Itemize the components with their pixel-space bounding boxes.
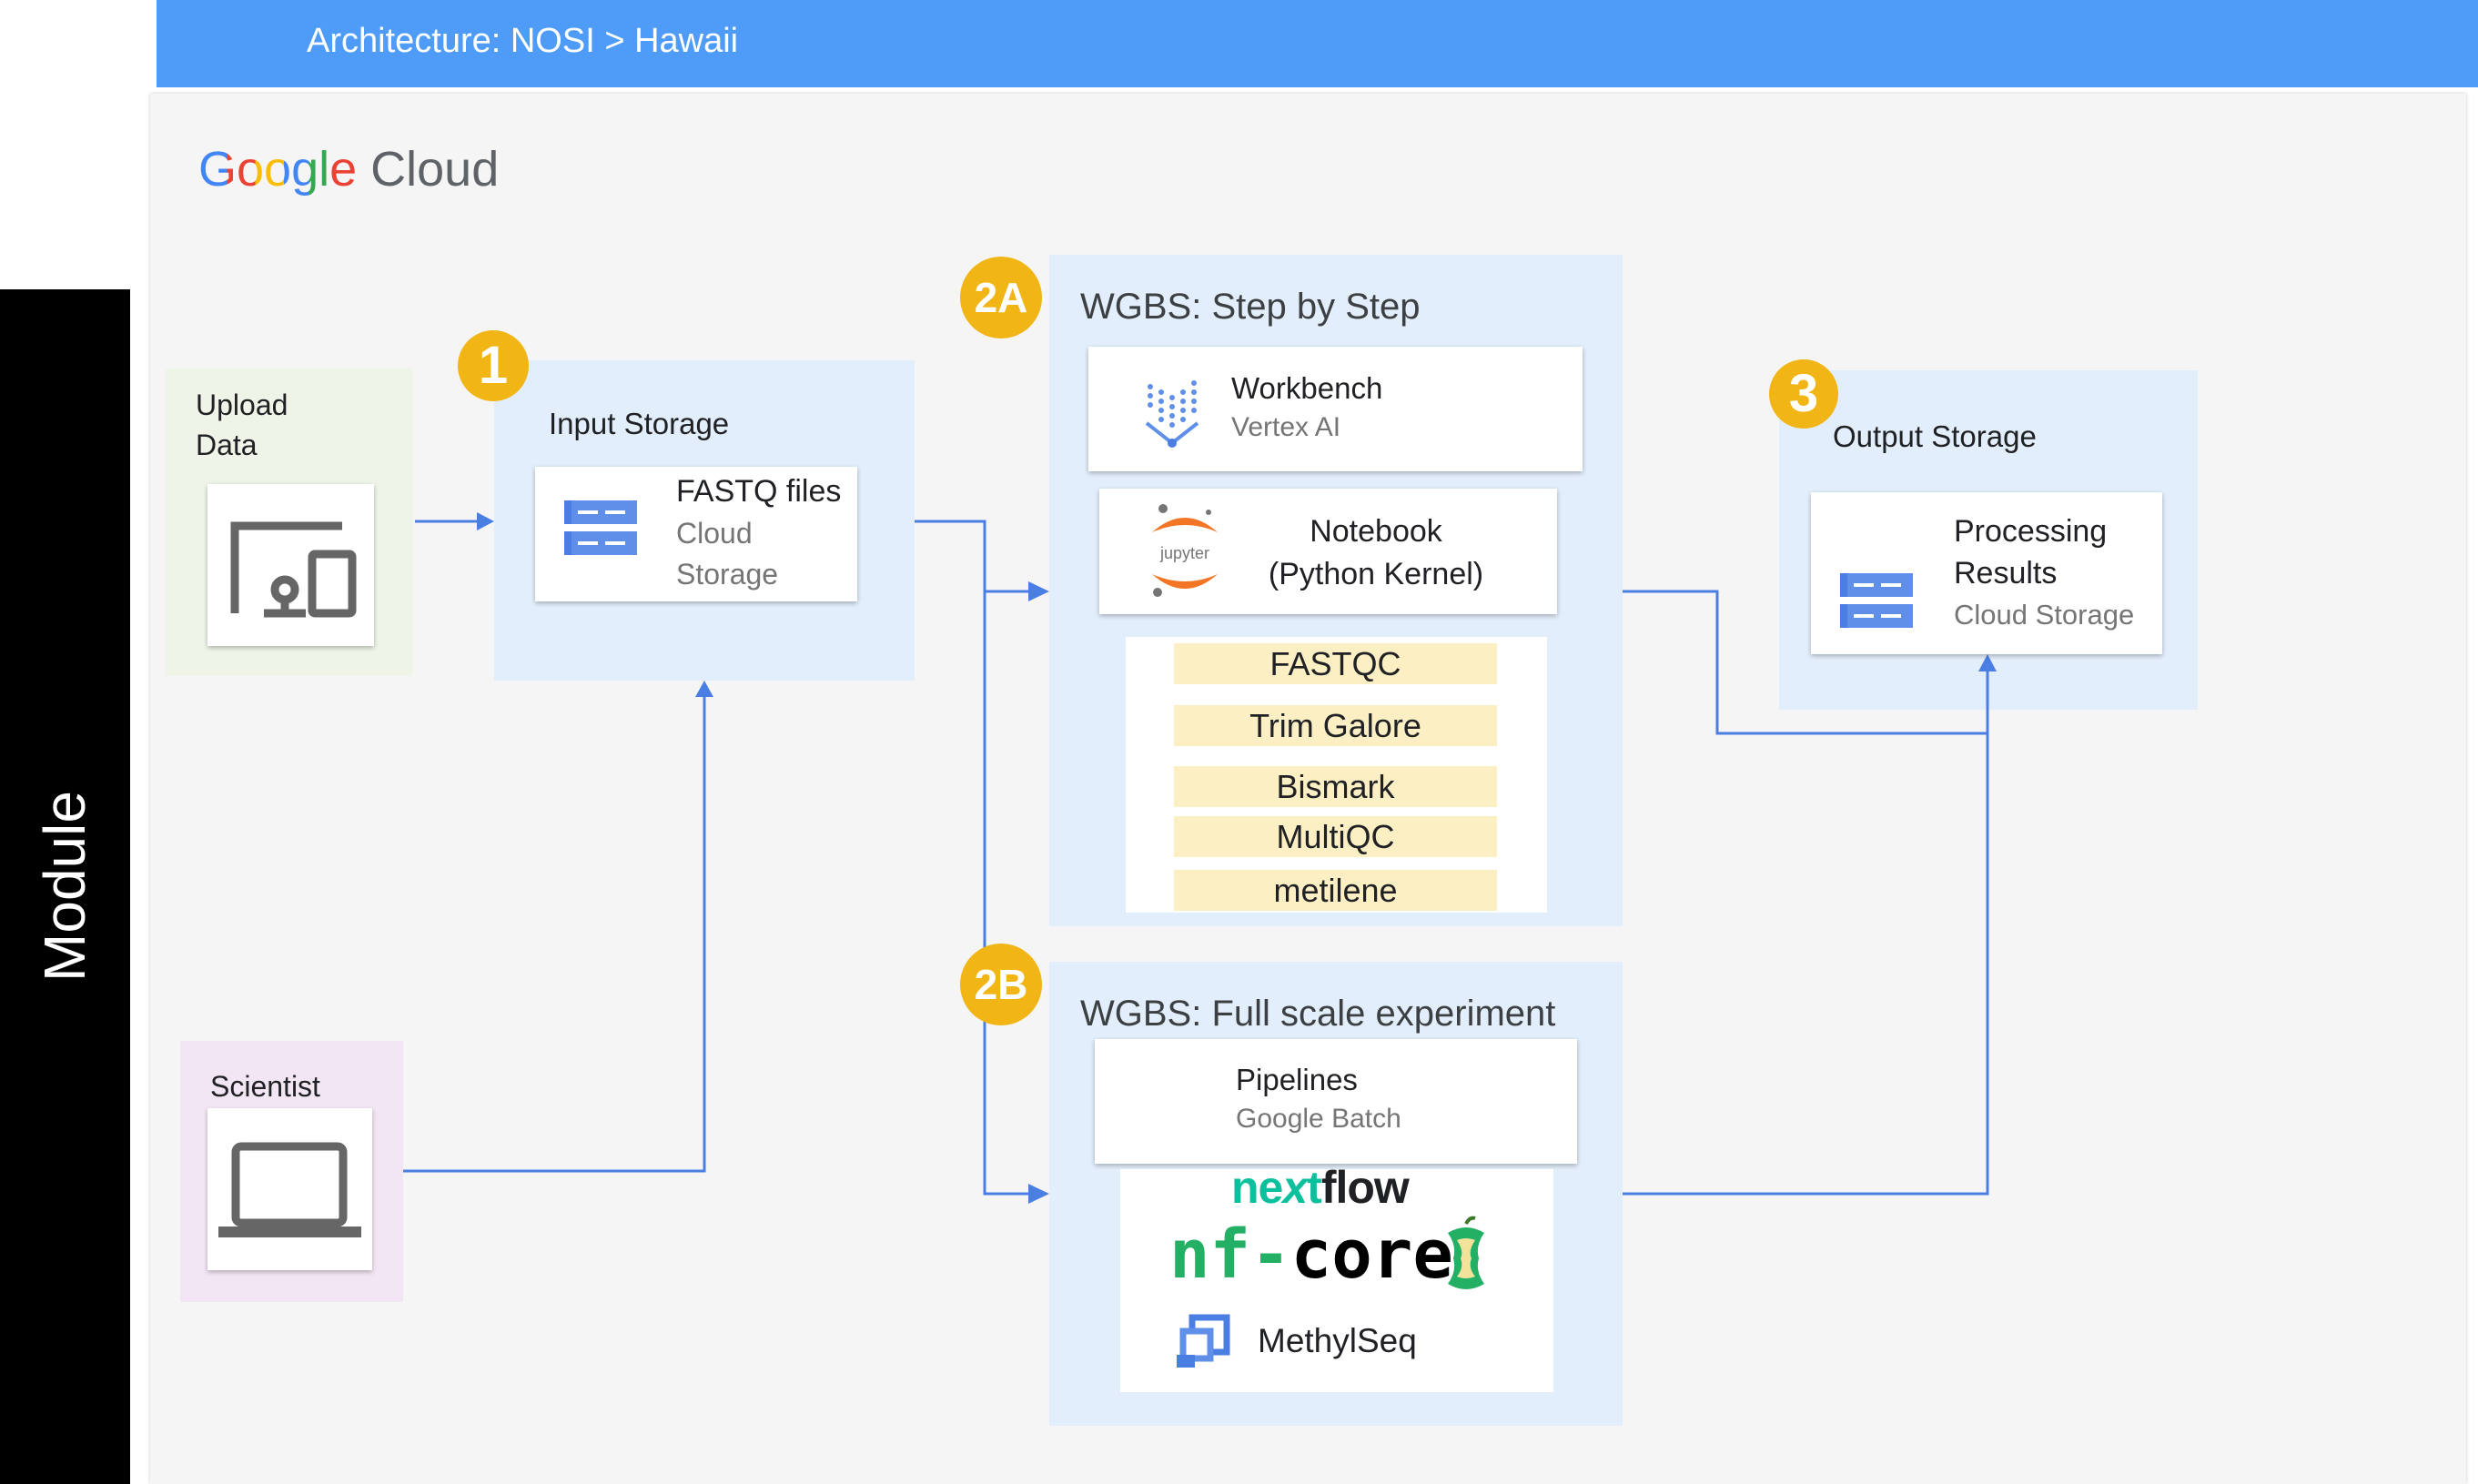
processing-card-line2: Results — [1954, 556, 2058, 591]
jupyter-icon: jupyter — [1152, 504, 1218, 597]
output-storage-title: Output Storage — [1833, 419, 2037, 453]
workbench-title: Workbench — [1231, 371, 1383, 405]
methylseq-row: MethylSeq — [1174, 1313, 1520, 1373]
nf-core-apple-icon — [1448, 1216, 1484, 1289]
laptop-icon — [218, 1142, 361, 1237]
nextflow-logo: nextflow — [1231, 1162, 1410, 1213]
page-title: Architecture: NOSI > Hawaii — [307, 22, 739, 60]
processing-card-sub: Cloud Storage — [1954, 599, 2135, 631]
notebook-card[interactable]: jupyter Notebook (Python Kernel) — [1099, 489, 1557, 614]
tool-fastqc: FASTQC — [1174, 643, 1497, 684]
tool-metilene: metilene — [1174, 870, 1497, 911]
methylseq-label: MethylSeq — [1258, 1322, 1417, 1359]
nf-core-logo: nf-core — [1158, 1209, 1509, 1300]
google-wordmark: Google — [198, 142, 358, 197]
arrow-step-to-output — [1623, 590, 1987, 735]
arrow-full-to-output — [1623, 668, 1989, 1196]
scientist-label: Scientist — [210, 1070, 320, 1103]
tool-bismark: Bismark — [1174, 766, 1497, 807]
scientist-laptop-card[interactable] — [207, 1108, 372, 1270]
pipelines-sub: Google Batch — [1236, 1104, 1401, 1134]
devices-icon — [230, 521, 357, 618]
vertex-ai-icon — [1145, 380, 1199, 448]
jupyter-logo-text: jupyter — [1159, 544, 1209, 562]
workbench-sub: Vertex AI — [1231, 412, 1341, 442]
arrow-scientist-to-input — [403, 693, 706, 1173]
notebook-line1: Notebook — [1310, 514, 1442, 549]
tool-multiqc: MultiQC — [1174, 816, 1497, 857]
wgbs-step-title: WGBS: Step by Step — [1080, 287, 1421, 327]
cloud-storage-icon — [1840, 573, 1913, 628]
fastq-files-card[interactable]: FASTQ files Cloud Storage — [535, 467, 857, 601]
step2b-badge: 2B — [960, 944, 1042, 1025]
step3-badge: 3 — [1769, 359, 1838, 429]
tool-trim-galore: Trim Galore — [1174, 705, 1497, 746]
input-storage-title: Input Storage — [549, 407, 730, 440]
fastq-card-sub1: Cloud — [676, 517, 753, 550]
header-bar: Architecture: NOSI > Hawaii — [157, 0, 2478, 87]
workbench-card[interactable]: Workbench Vertex AI — [1088, 347, 1583, 471]
upload-device-card[interactable] — [207, 484, 374, 646]
processing-results-card[interactable]: Processing Results Cloud Storage — [1811, 492, 2162, 654]
upload-label-line1: Upload — [196, 389, 288, 421]
wgbs-full-title: WGBS: Full scale experiment — [1080, 994, 1556, 1034]
pipelines-card[interactable]: Pipelines Google Batch — [1095, 1039, 1577, 1164]
cloud-storage-icon — [564, 500, 637, 555]
cloud-wordmark: Cloud — [370, 142, 500, 197]
side-bar: Module — [0, 289, 130, 1484]
upload-label-line2: Data — [196, 429, 258, 461]
fastq-card-sub2: Storage — [676, 558, 779, 591]
arrow-input-to-step — [915, 520, 1036, 593]
notebook-line2: (Python Kernel) — [1268, 557, 1484, 591]
pipelines-title: Pipelines — [1236, 1063, 1358, 1096]
methylseq-icon — [1177, 1314, 1230, 1368]
google-cloud-logo: Google Cloud — [198, 141, 499, 197]
arrow-input-to-full — [983, 591, 1036, 1196]
processing-card-line1: Processing — [1954, 514, 2108, 549]
step1-badge: 1 — [458, 330, 529, 401]
step2a-badge: 2A — [960, 257, 1042, 338]
fastq-card-title: FASTQ files — [676, 474, 842, 509]
